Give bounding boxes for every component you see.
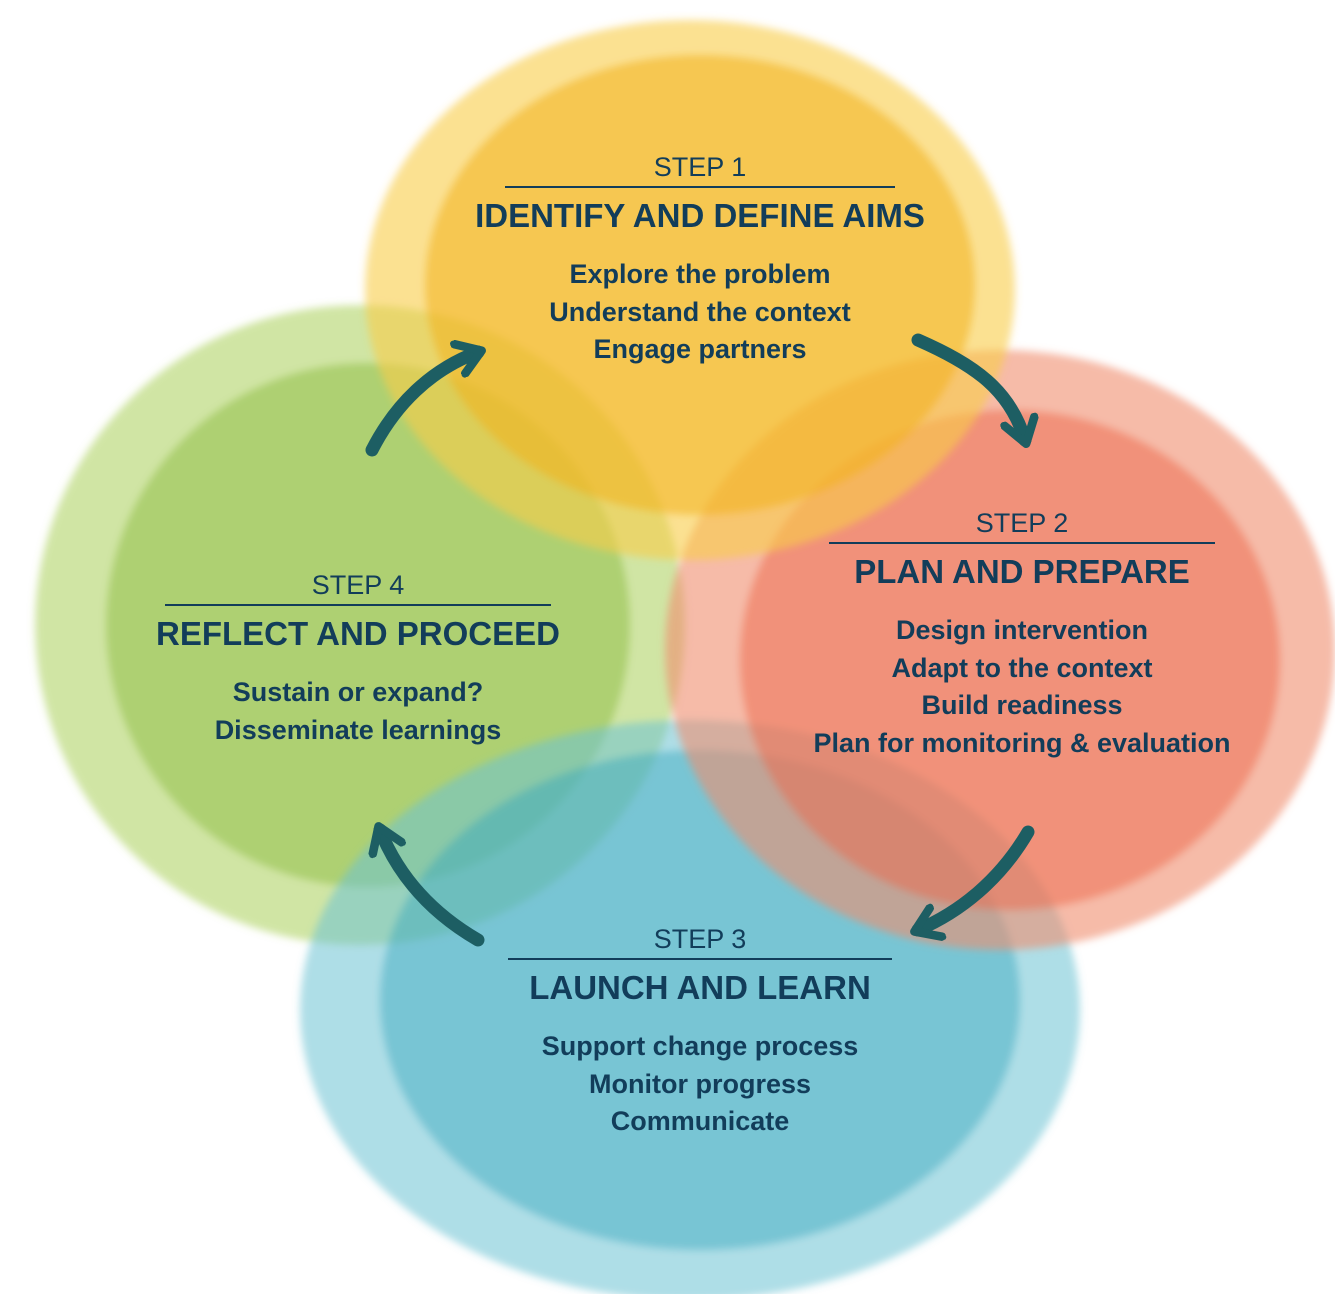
step-4-number: STEP 4 xyxy=(165,570,551,606)
step-3-title: LAUNCH AND LEARN xyxy=(529,969,871,1006)
step-2-title: PLAN AND PREPARE xyxy=(854,553,1190,590)
arrow-step3-to-step4-icon xyxy=(380,830,485,947)
step-1-number: STEP 1 xyxy=(505,152,895,188)
arrow-step2-to-step3-icon xyxy=(918,825,1035,930)
arrow-step4-to-step1-icon xyxy=(365,352,478,457)
step-1-items: Explore the problem Understand the conte… xyxy=(430,256,970,369)
step-3-item: Support change process xyxy=(541,1031,859,1061)
step-2-item: Plan for monitoring & evaluation xyxy=(813,727,1231,758)
step-2-block: STEP 2 PLAN AND PREPARE Design intervent… xyxy=(772,508,1272,762)
step-3-item: Monitor progress xyxy=(588,1068,811,1099)
step-3-item: Communicate xyxy=(610,1106,790,1136)
step-2-item: Adapt to the context xyxy=(891,652,1153,683)
step-3-number: STEP 3 xyxy=(508,924,892,960)
step-2-item: Build readiness xyxy=(921,690,1123,720)
step-1-item: Engage partners xyxy=(593,334,807,364)
step-2-number: STEP 2 xyxy=(829,508,1215,544)
step-1-block: STEP 1 IDENTIFY AND DEFINE AIMS Explore … xyxy=(430,152,970,369)
step-2-items: Design intervention Adapt to the context… xyxy=(772,612,1272,762)
step-1-item: Explore the problem xyxy=(569,259,831,289)
step-1-item: Understand the context xyxy=(549,296,851,327)
step-3-items: Support change process Monitor progress … xyxy=(440,1028,960,1141)
step-4-block: STEP 4 REFLECT AND PROCEED Sustain or ex… xyxy=(128,570,588,749)
step-3-block: STEP 3 LAUNCH AND LEARN Support change p… xyxy=(440,924,960,1141)
arrow-step1-to-step2-icon xyxy=(911,333,1025,440)
step-1-circle xyxy=(365,20,1015,560)
step-2-item: Design intervention xyxy=(895,615,1149,645)
step-1-title: IDENTIFY AND DEFINE AIMS xyxy=(475,197,925,234)
step-4-item: Sustain or expand? xyxy=(232,677,484,707)
step-4-items: Sustain or expand? Disseminate learnings xyxy=(128,674,588,749)
step-4-item: Disseminate learnings xyxy=(214,714,502,745)
step-4-title: REFLECT AND PROCEED xyxy=(156,615,560,652)
